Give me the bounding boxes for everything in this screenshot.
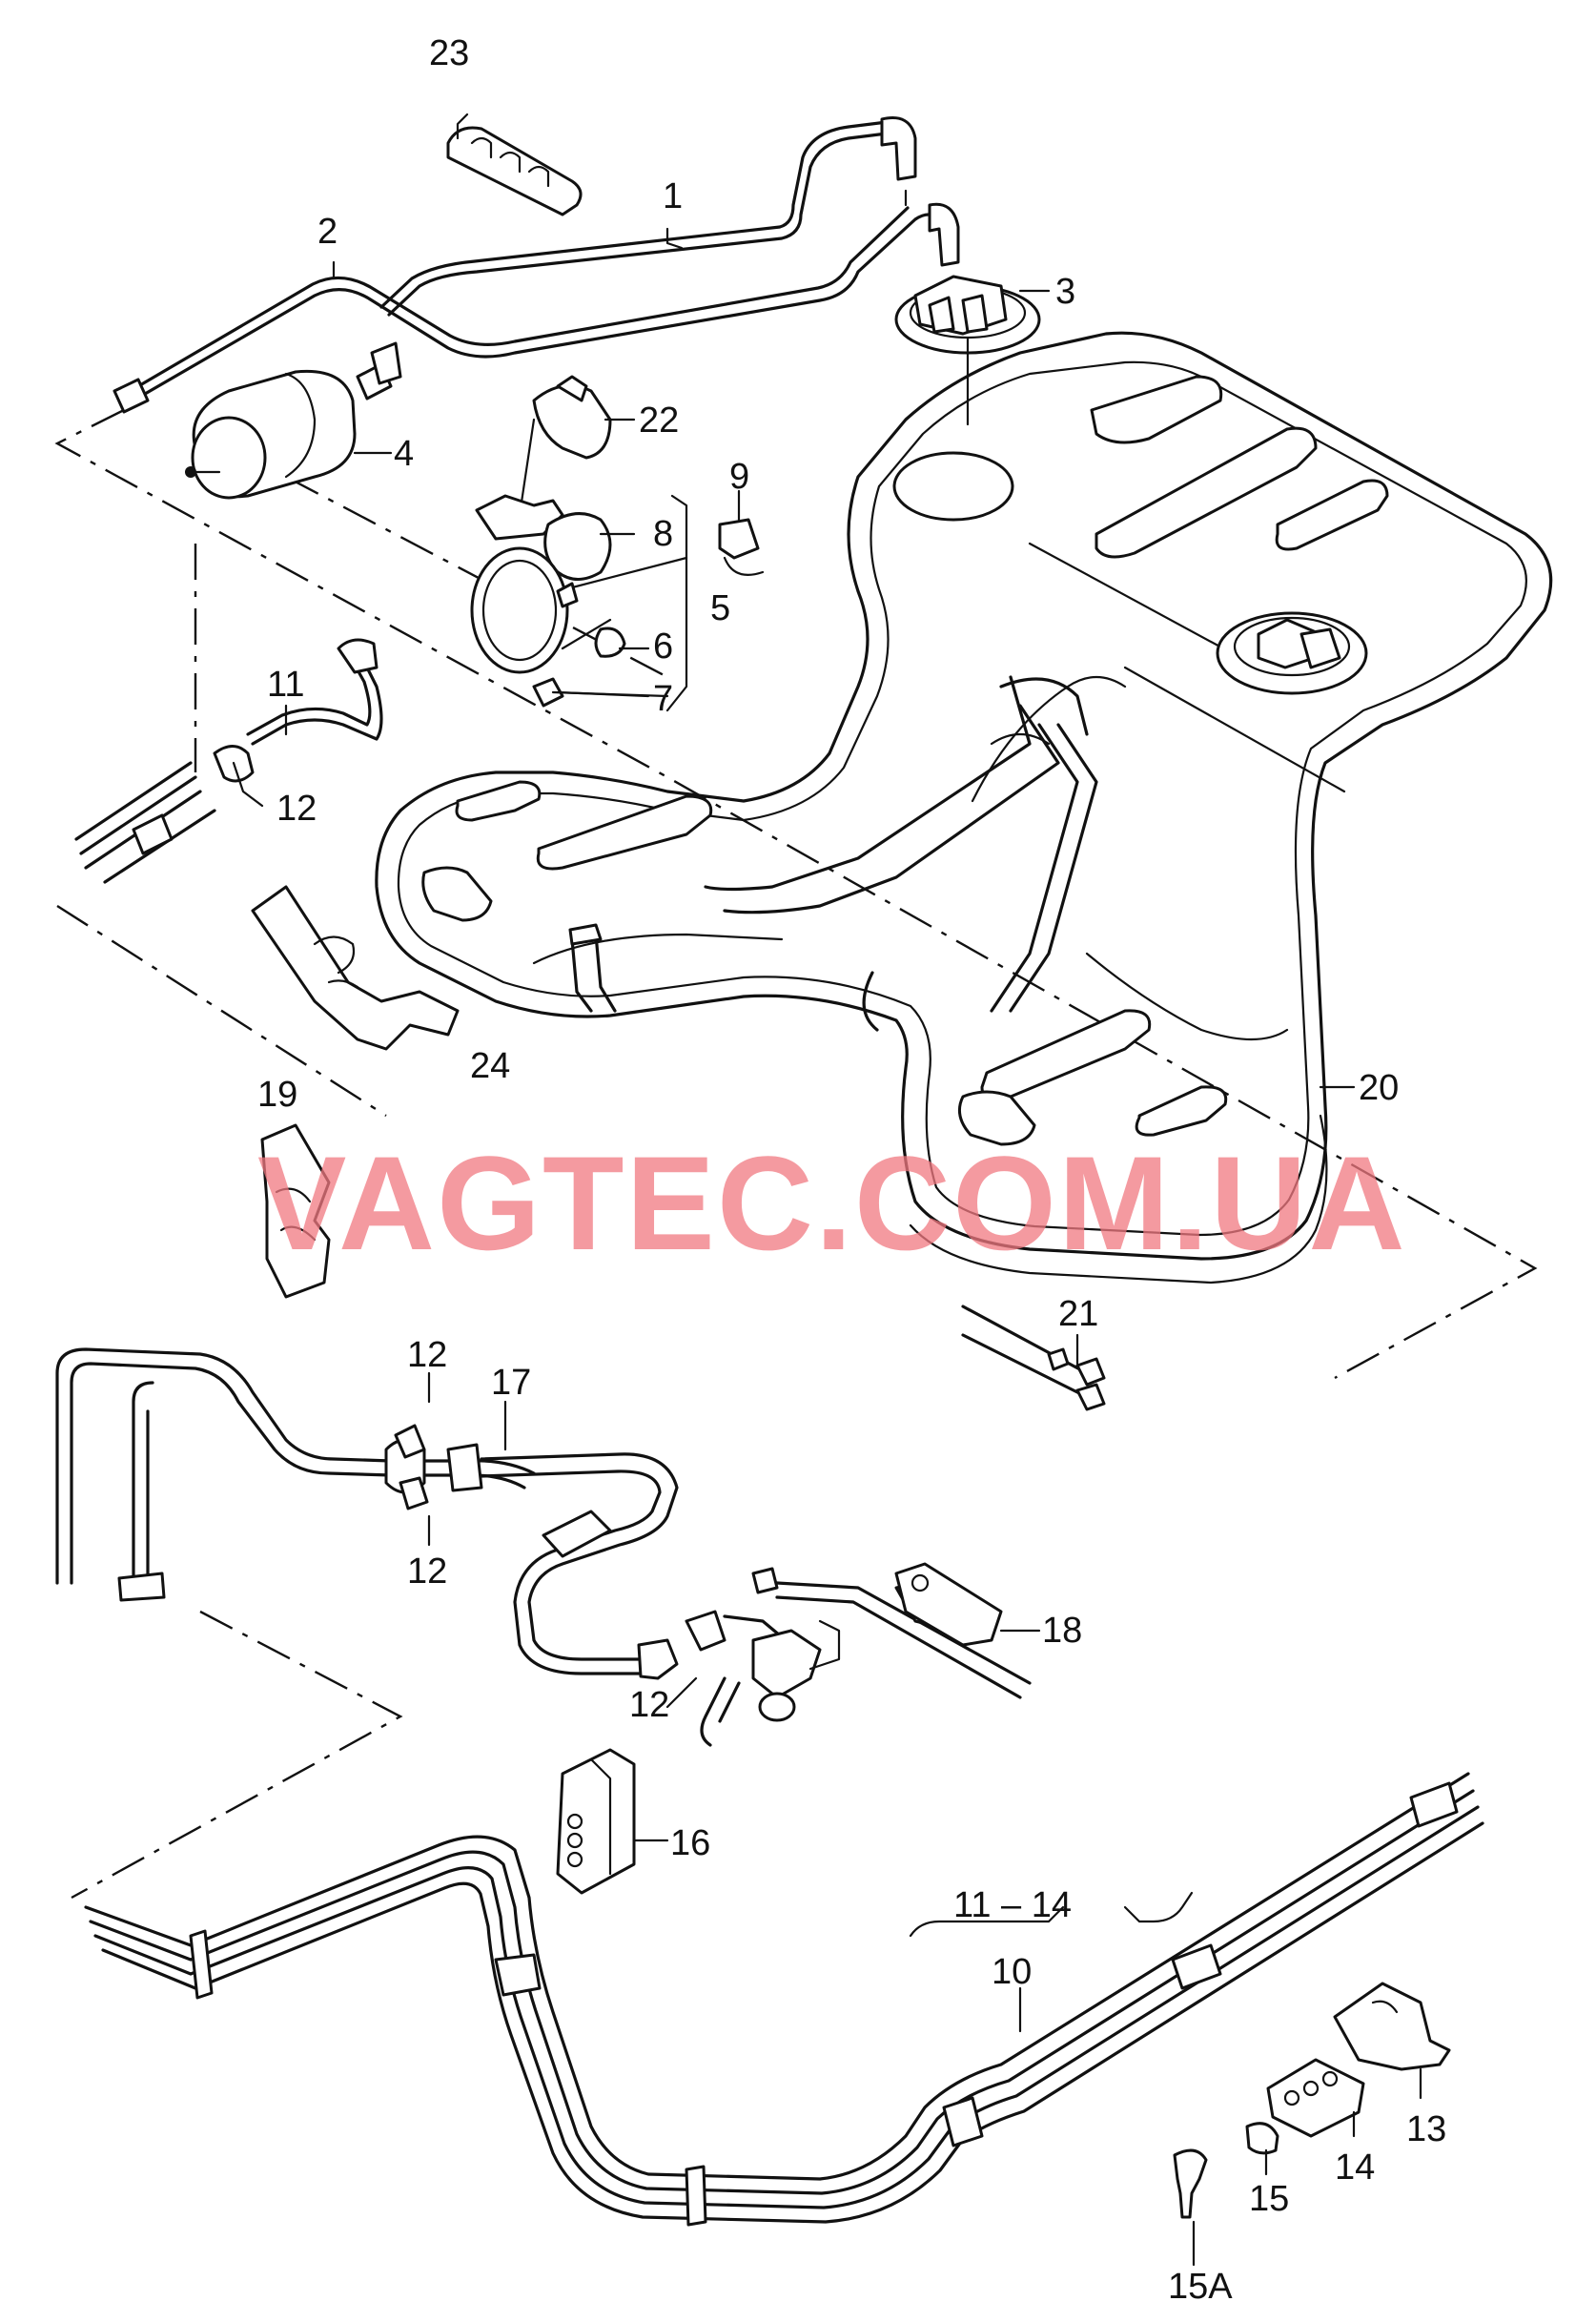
sending-unit-flange [894, 275, 1041, 426]
callout-18: 18 [1042, 1611, 1082, 1651]
callout-labels: 1 2 3 4 5 6 7 8 9 10 11 11 – 14 12 12 12… [257, 33, 1446, 2307]
callout-12-b: 12 [407, 1335, 447, 1375]
clip-9 [718, 489, 765, 576]
callout-1: 1 [663, 176, 683, 216]
carbon-canister [185, 369, 357, 500]
callout-6: 6 [653, 627, 673, 667]
callout-5: 5 [710, 588, 730, 628]
bracket-19 [260, 1123, 331, 1299]
callout-11-14: 11 – 14 [953, 1885, 1072, 1925]
callout-8: 8 [653, 514, 673, 554]
fuel-tank [375, 331, 1553, 1284]
fuel-line-17 [55, 1347, 1032, 1747]
watermark: VAGTEC.COM.UA [257, 1128, 1407, 1278]
small-parts [1173, 1982, 1451, 2219]
callout-21: 21 [1058, 1294, 1098, 1334]
callout-17: 17 [491, 1363, 531, 1403]
callout-3: 3 [1055, 272, 1075, 312]
callout-11: 11 [267, 665, 304, 705]
callout-15: 15 [1249, 2179, 1289, 2219]
callout-15a: 15A [1168, 2267, 1233, 2307]
callout-10: 10 [992, 1952, 1032, 1992]
callout-23: 23 [429, 33, 469, 73]
callout-20: 20 [1359, 1068, 1399, 1108]
clip-16 [556, 1748, 636, 1895]
callout-19: 19 [257, 1075, 297, 1115]
callout-16: 16 [670, 1823, 710, 1863]
callout-24: 24 [470, 1046, 510, 1086]
pipes-21 [961, 1305, 1106, 1411]
left-hose-stubs [74, 761, 216, 884]
callout-9: 9 [729, 457, 749, 497]
main-line-bundle-10 [84, 1772, 1484, 2227]
callout-2: 2 [317, 212, 338, 252]
vent-lines [113, 116, 960, 414]
bracket-18 [894, 1562, 1003, 1647]
bracket-24 [251, 885, 460, 1051]
leader-lines [284, 227, 1422, 2267]
callout-13: 13 [1406, 2109, 1446, 2149]
callout-4: 4 [394, 434, 414, 474]
callout-7: 7 [653, 679, 673, 719]
callout-12-d: 12 [629, 1685, 669, 1725]
callout-14: 14 [1335, 2147, 1375, 2188]
callout-12-c: 12 [407, 1551, 447, 1592]
hose-11 [213, 638, 383, 808]
clip-23 [446, 113, 583, 216]
callout-22: 22 [639, 401, 679, 441]
callout-12-a: 12 [276, 789, 317, 829]
